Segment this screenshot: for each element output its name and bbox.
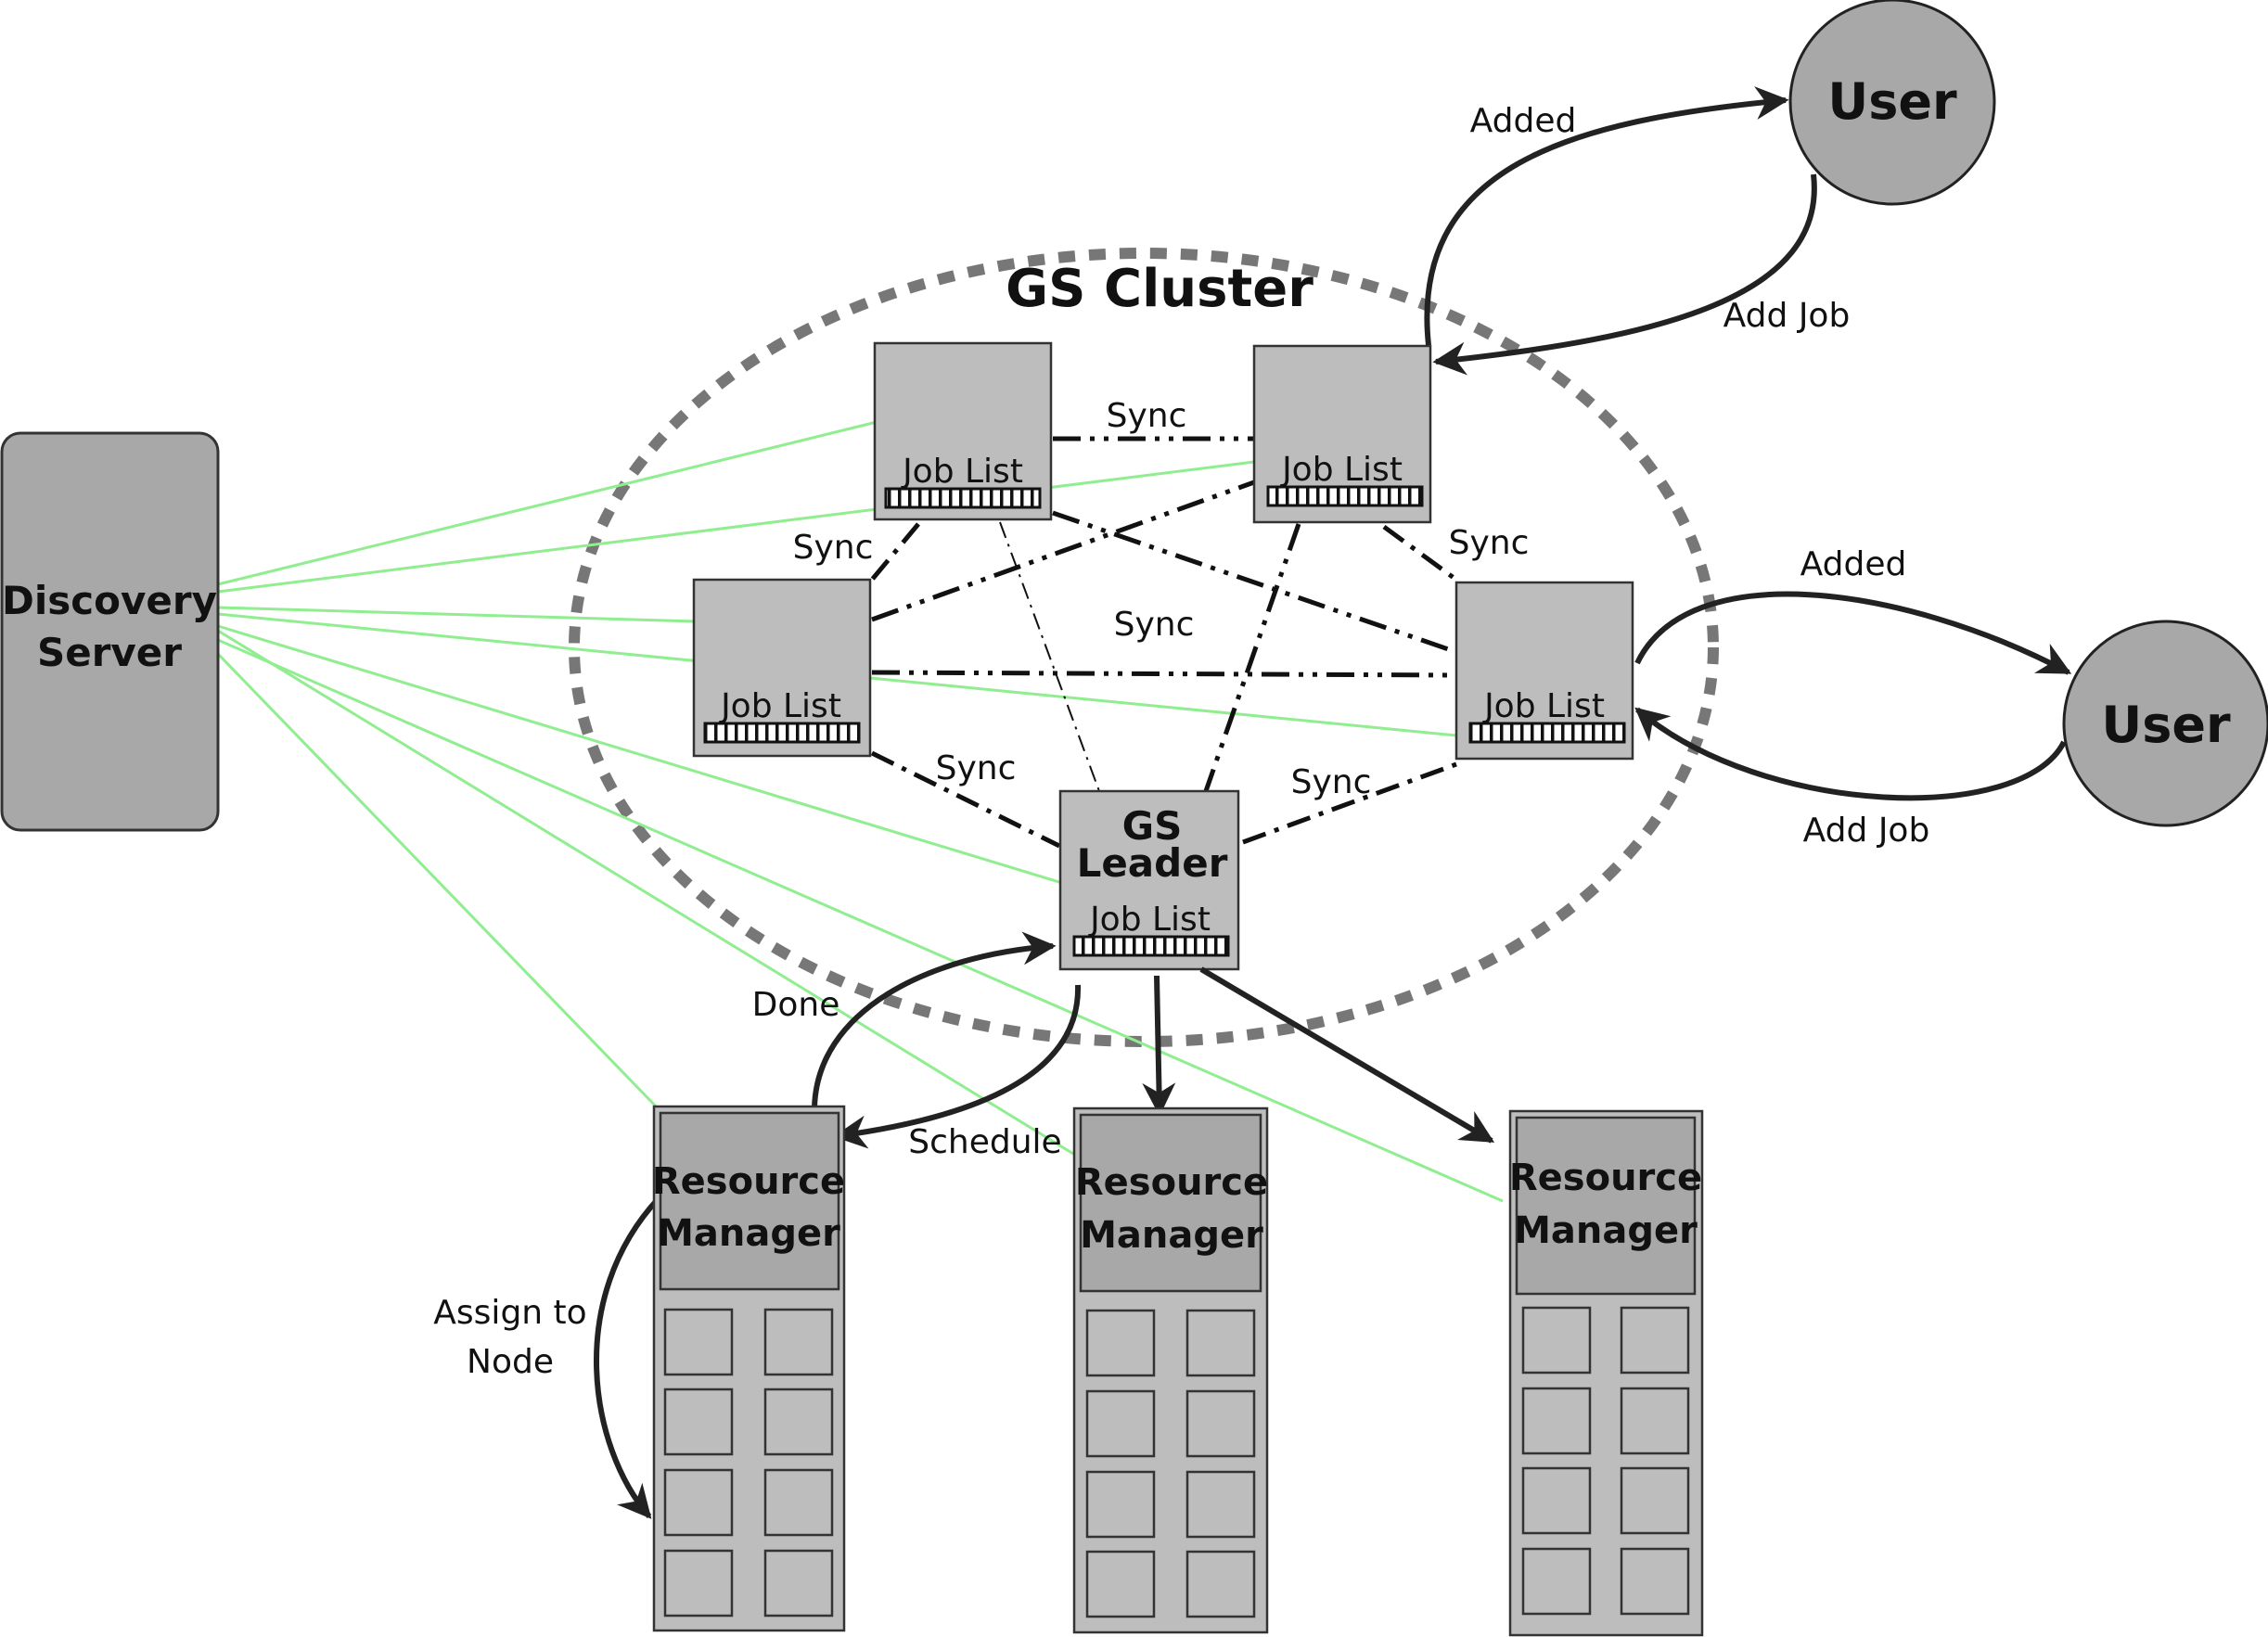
resource-manager-label-2: Manager (1514, 1209, 1698, 1252)
resource-manager-label-1: Resource (1509, 1157, 1702, 1199)
compute-node-slots (663, 1308, 834, 1618)
arrow-assign-to-node (593, 1196, 661, 1519)
label-sync-upper-right: Sync (1449, 524, 1530, 562)
resource-manager-left: Resource Manager (652, 1105, 846, 1632)
label-schedule: Schedule (908, 1123, 1061, 1161)
gs-node-top-left: Job List (873, 341, 1053, 521)
gs-cluster-boundary (569, 248, 1719, 1047)
job-list-bar (703, 722, 861, 744)
resource-manager-right: Resource Manager (1508, 1109, 1704, 1637)
gs-leader-label-2: Leader (1077, 840, 1228, 886)
user-label: User (1827, 72, 1957, 131)
arrow-added-top (1424, 86, 1789, 346)
label-done: Done (752, 986, 840, 1024)
job-list-bar (1072, 935, 1230, 957)
resource-manager-middle: Resource Manager (1072, 1106, 1269, 1634)
user-right: User (2062, 620, 2268, 827)
discovery-server: Discovery Server (0, 431, 220, 832)
resource-manager-label-1: Resource (1075, 1161, 1268, 1204)
arrow-schedule-middle (1142, 975, 1176, 1117)
label-assign-to-node-1: Assign to (433, 1294, 586, 1332)
label-add-job-top: Add Job (1723, 297, 1851, 335)
job-list-label: Job List (1088, 901, 1211, 939)
label-sync-center: Sync (1114, 606, 1195, 644)
job-list-bar (884, 487, 1042, 509)
resource-manager-label-2: Manager (1080, 1214, 1263, 1257)
arrow-added-right (1634, 591, 2072, 675)
job-list-bar (1266, 485, 1424, 507)
label-add-job-right: Add Job (1803, 812, 1930, 850)
job-list-label: Job List (1280, 451, 1403, 489)
label-added-top: Added (1470, 102, 1577, 140)
gs-node-top-right: Job List (1252, 344, 1432, 524)
label-sync-top: Sync (1107, 397, 1187, 435)
arrow-add-job-top (1432, 173, 1817, 376)
compute-node-slots (1085, 1309, 1256, 1618)
user-label: User (2101, 696, 2231, 754)
label-sync-lower-right: Sync (1291, 763, 1372, 801)
arrow-done (812, 931, 1057, 1109)
arrow-add-job-right (1634, 707, 2067, 801)
cluster-title: GS Cluster (1006, 259, 1313, 319)
job-list-label: Job List (719, 687, 841, 725)
edge-labels: Added Add Job Added Add Job Sync Sync Sy… (433, 102, 1929, 1381)
sync-links (870, 436, 1458, 849)
discovery-server-label-2: Server (37, 630, 182, 675)
user-top: User (1788, 0, 1996, 206)
resource-manager-label-1: Resource (652, 1160, 845, 1203)
discovery-server-label-1: Discovery (2, 578, 217, 623)
job-list-label: Job List (1482, 687, 1605, 725)
gs-leader-node: GS Leader Job List (1058, 789, 1240, 971)
job-list-label: Job List (901, 453, 1023, 491)
label-assign-to-node-2: Node (467, 1343, 554, 1381)
resource-manager-label-2: Manager (657, 1212, 840, 1255)
flow-arrows (593, 86, 2072, 1519)
arrow-schedule-right (1199, 966, 1495, 1144)
label-sync-lower-left: Sync (936, 749, 1017, 787)
label-added-right: Added (1800, 545, 1907, 583)
label-sync-upper-left: Sync (793, 529, 874, 567)
compute-node-slots (1521, 1306, 1690, 1616)
gs-node-middle-left: Job List (692, 578, 872, 758)
arrow-schedule (833, 984, 1082, 1149)
gs-node-middle-right: Job List (1454, 581, 1634, 761)
job-list-bar (1468, 722, 1626, 744)
gs-leader-label-1: GS (1122, 803, 1183, 849)
